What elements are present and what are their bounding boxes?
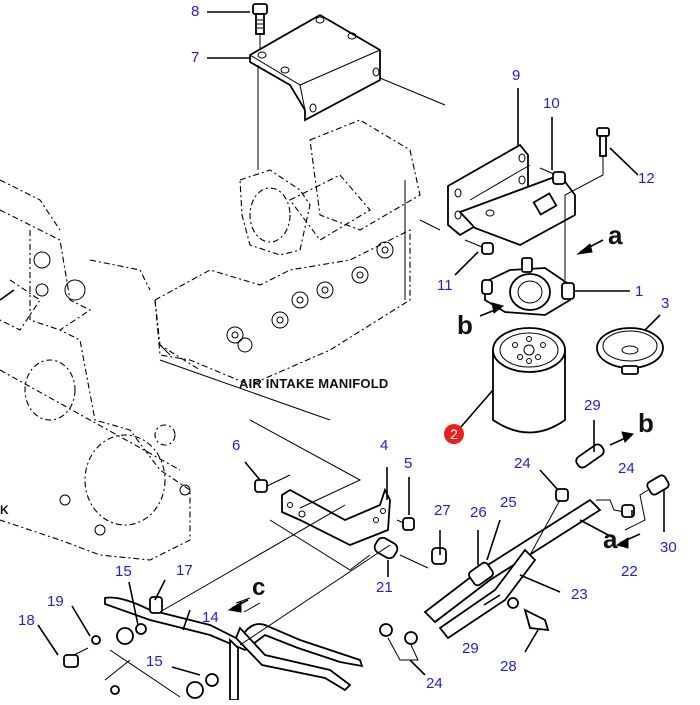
bolt-part-10: [539, 167, 566, 185]
part-label-5[interactable]: 5: [404, 455, 413, 472]
filter-cartridge-part-2: [459, 327, 566, 434]
part-label-24[interactable]: 24: [426, 675, 443, 692]
part-label-15[interactable]: 15: [146, 653, 163, 670]
bolt-part-12: [564, 127, 610, 280]
part-label-22[interactable]: 22: [621, 563, 638, 580]
part-label-28[interactable]: 28: [500, 658, 517, 675]
bracket-part-7: [249, 13, 446, 170]
part-label-9[interactable]: 9: [512, 67, 521, 84]
part-label-6[interactable]: 6: [232, 437, 241, 454]
air-intake-manifold: [154, 119, 421, 421]
bolt-part-5: [396, 477, 415, 531]
flow-marker-b: b: [638, 408, 654, 438]
flow-arrows: [227, 239, 641, 613]
part-badge-2-highlighted[interactable]: 2: [444, 424, 464, 444]
part-label-30[interactable]: 30: [660, 539, 677, 556]
bolt-part-8: [252, 3, 268, 50]
part-label-1[interactable]: 1: [635, 283, 644, 300]
filter-head-part-1: [481, 257, 575, 316]
part-label-29[interactable]: 29: [584, 397, 601, 414]
part-label-19[interactable]: 19: [47, 593, 64, 610]
part-label-24[interactable]: 24: [618, 460, 635, 477]
pipe-part-14: [37, 504, 391, 701]
air-intake-manifold-caption: AIR INTAKE MANIFOLD: [239, 376, 389, 391]
flow-marker-c: c: [252, 574, 266, 601]
part-label-23[interactable]: 23: [571, 586, 588, 603]
leader-lines: [207, 11, 639, 292]
edge-text: K: [0, 503, 9, 517]
part-label-25[interactable]: 25: [500, 494, 517, 511]
flow-marker-a: a: [603, 524, 618, 554]
part-label-11[interactable]: 11: [437, 277, 453, 294]
part-label-18[interactable]: 18: [18, 612, 35, 629]
part-label-10[interactable]: 10: [543, 95, 560, 112]
connector-part-29-upper: [575, 420, 605, 469]
part-label-26[interactable]: 26: [470, 504, 487, 521]
clamps-part-24-lower: [379, 623, 426, 676]
part-label-29[interactable]: 29: [462, 640, 479, 657]
part-label-7[interactable]: 7: [191, 49, 200, 66]
pipes-part-22-23: [423, 469, 670, 653]
part-label-14[interactable]: 14: [202, 609, 219, 626]
part-label-21[interactable]: 21: [376, 579, 393, 596]
part-label-8[interactable]: 8: [191, 3, 200, 20]
part-label-12[interactable]: 12: [638, 170, 655, 187]
spacer-part-21: [373, 536, 429, 577]
part-label-4[interactable]: 4: [380, 437, 389, 454]
bolt-part-11: [464, 239, 494, 255]
engine-front-cover: [0, 179, 191, 561]
part-label-17[interactable]: 17: [176, 562, 193, 579]
bolt-part-6: [244, 461, 291, 493]
filter-bracket-part-9: [419, 143, 576, 246]
flow-marker-b: b: [457, 310, 473, 340]
flow-marker-a: a: [608, 220, 623, 250]
seal-part-3: [596, 314, 664, 375]
part-label-3[interactable]: 3: [661, 295, 670, 312]
part-label-27[interactable]: 27: [434, 502, 451, 519]
bracket-part-4: [249, 419, 391, 571]
part-label-15[interactable]: 15: [115, 563, 132, 580]
part-label-24[interactable]: 24: [514, 455, 531, 472]
